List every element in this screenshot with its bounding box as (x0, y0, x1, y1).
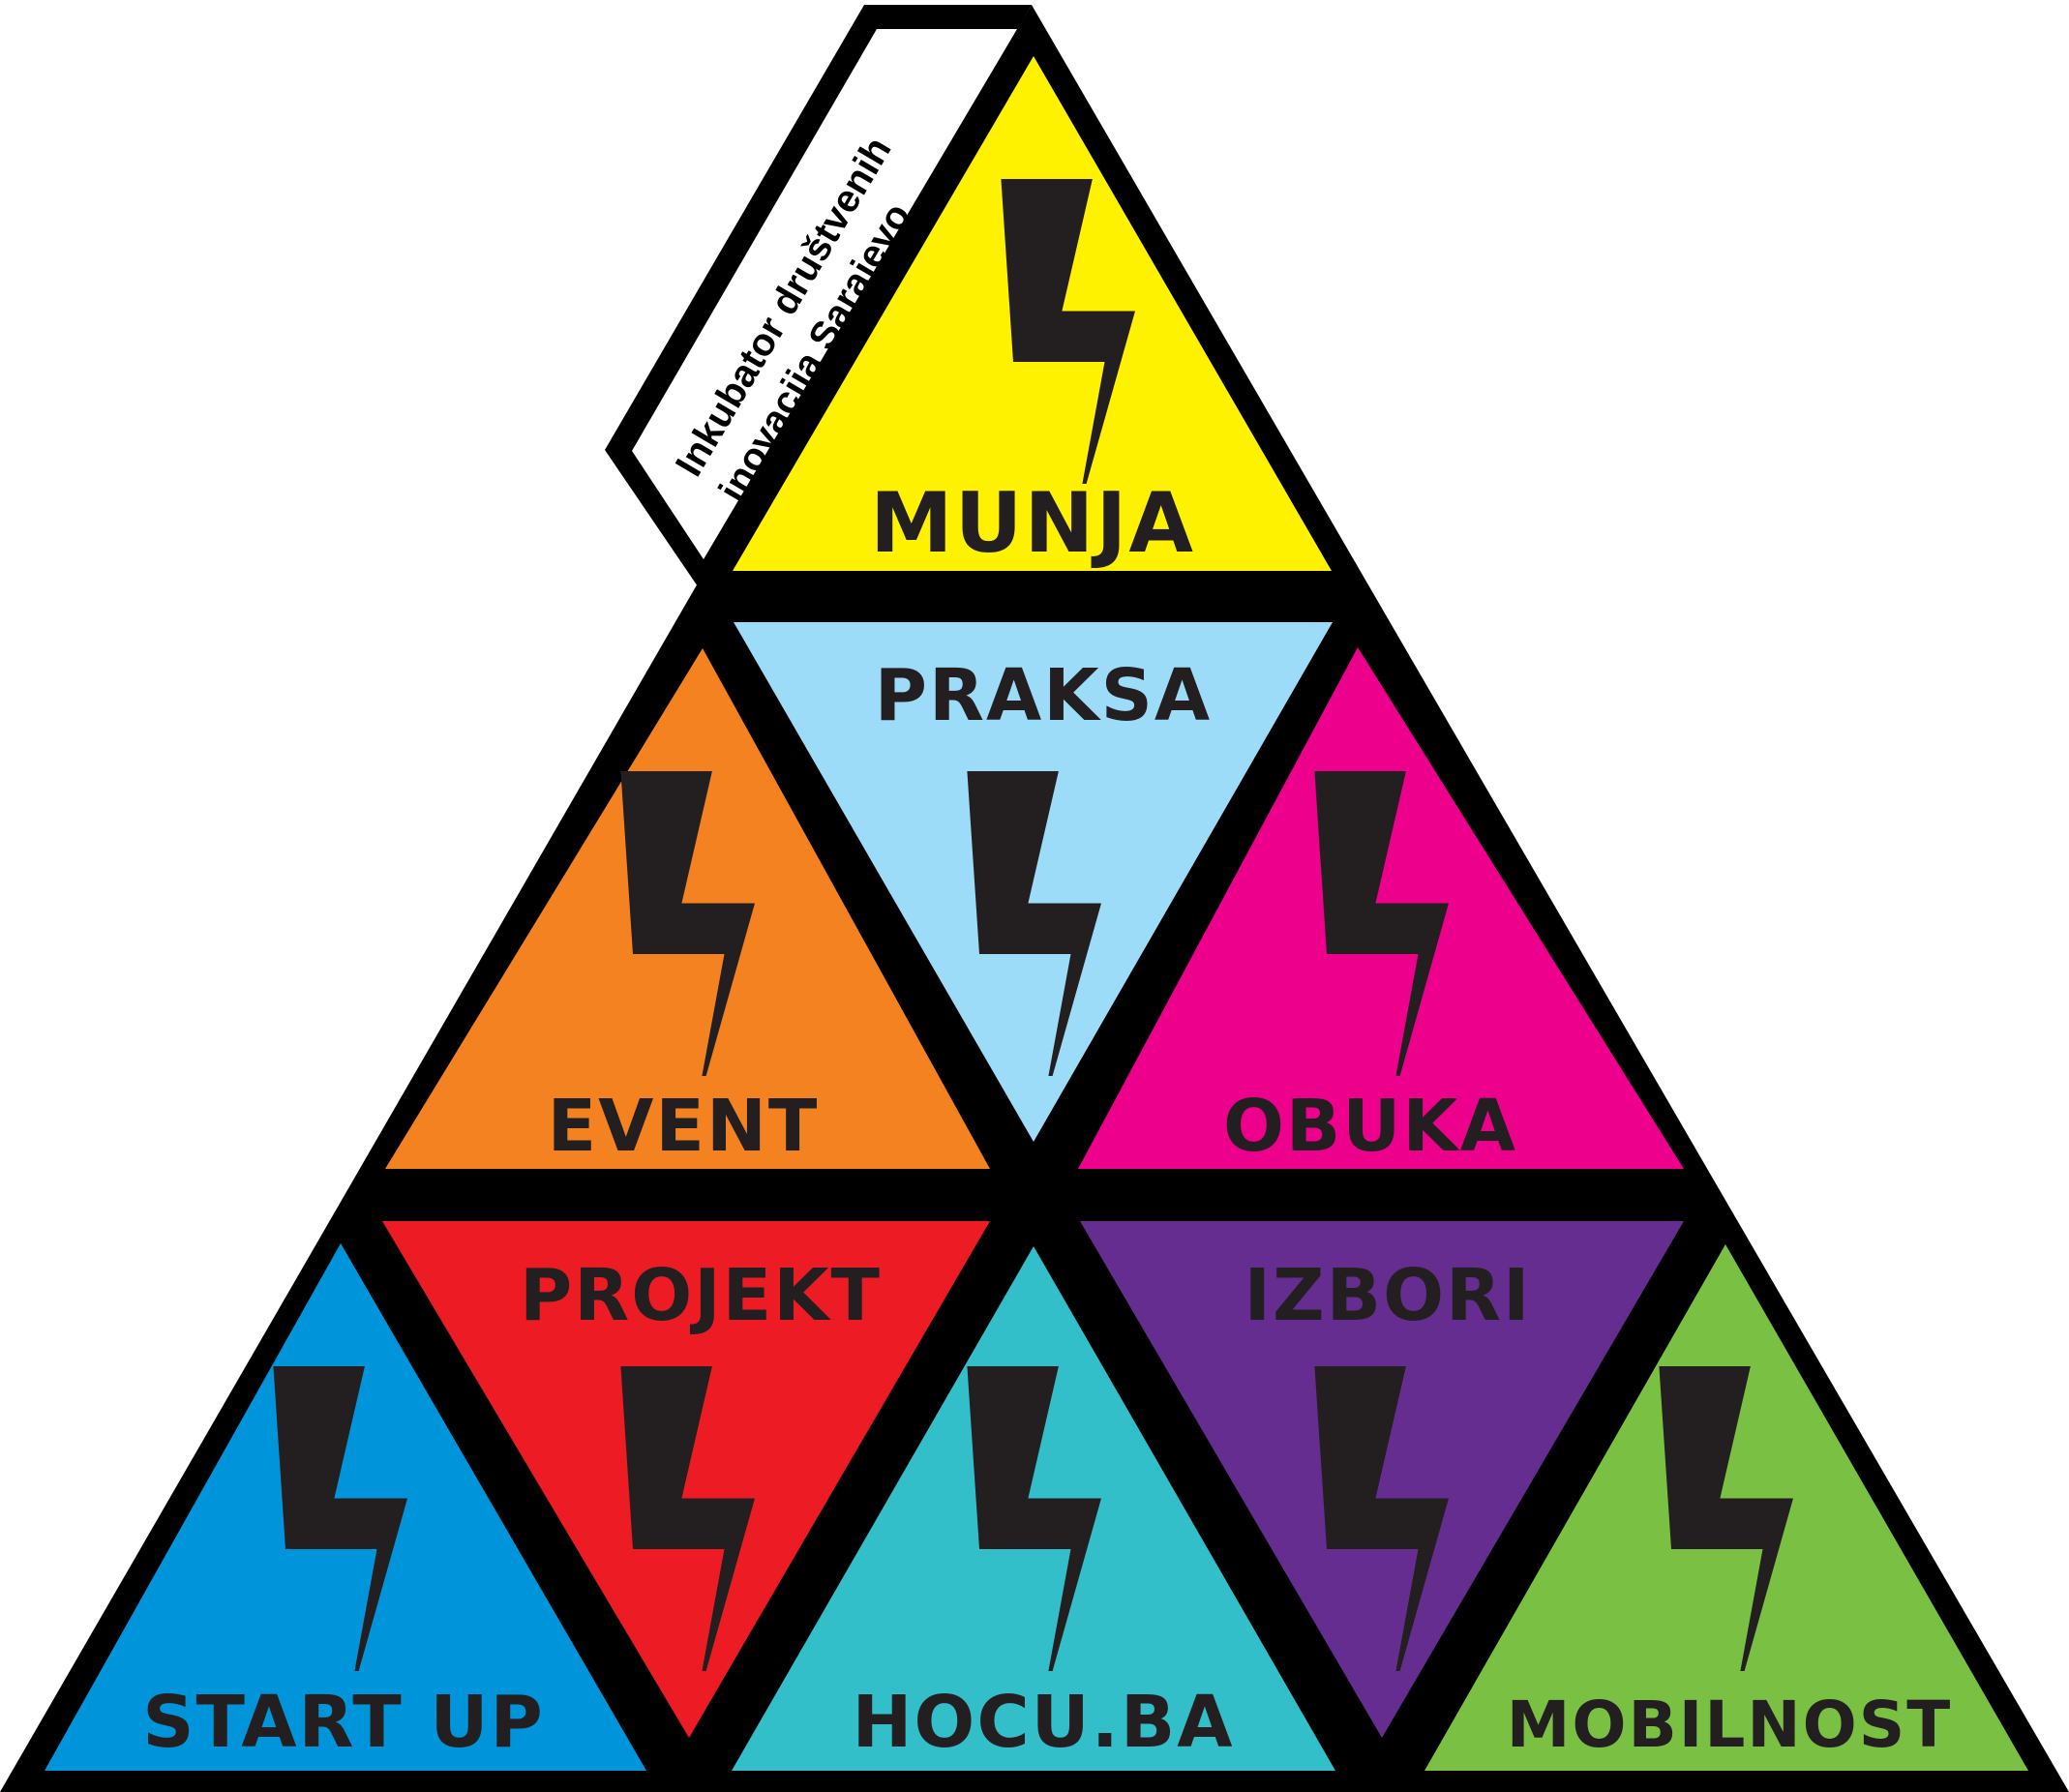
tile-hocu-ba-label: HOCU.BA (852, 1681, 1234, 1764)
tile-mobilnost-label: MOBILNOST (1507, 1687, 1953, 1762)
tile-munja-label: MUNJA (870, 475, 1195, 572)
lightning-bolt-icon (1314, 1366, 1449, 1671)
tile-start-up-label: START UP (142, 1681, 545, 1764)
lightning-bolt-icon (1314, 771, 1449, 1076)
tile-izbori-label: IZBORI (1244, 1254, 1531, 1337)
lightning-bolt-icon (620, 771, 755, 1076)
lightning-bolt-icon (967, 1366, 1101, 1671)
lightning-bolt-icon (1001, 179, 1135, 484)
lightning-bolt-icon (1659, 1366, 1793, 1671)
lightning-bolt-icon (273, 1366, 407, 1671)
tile-projekt-triangle (382, 1221, 990, 1738)
tile-obuka-label: OBUKA (1223, 1085, 1517, 1168)
side-tab-panel (632, 29, 1017, 559)
tile-event-label: EVENT (548, 1085, 820, 1168)
tile-projekt-label: PROJEKT (520, 1254, 882, 1337)
tile-praksa-label: PRAKSA (875, 654, 1212, 737)
lightning-bolt-icon (620, 1366, 755, 1671)
lightning-bolt-icon (967, 771, 1101, 1076)
tile-izbori-triangle (1080, 1221, 1684, 1738)
tile-praksa-triangle (734, 622, 1333, 1142)
